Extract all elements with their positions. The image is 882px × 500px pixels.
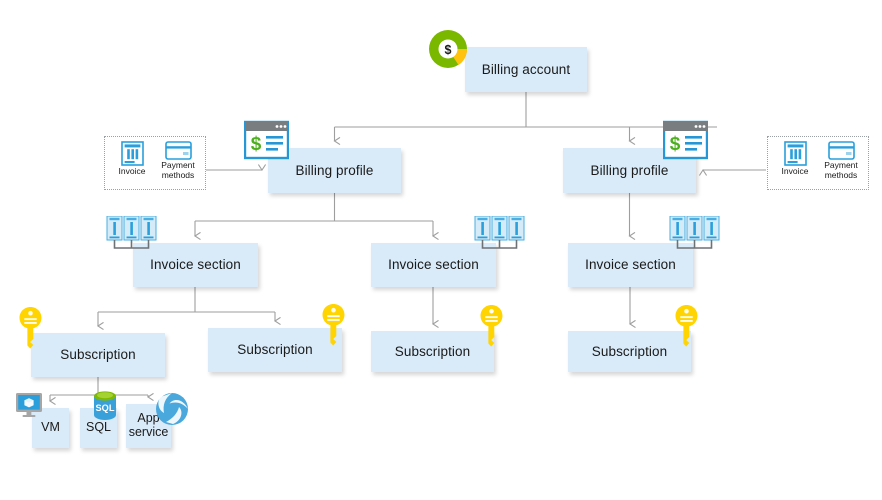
node-billing-profile-1[interactable]: Billing profile [268,148,401,193]
node-subscription-4[interactable]: Subscription [568,331,691,372]
invoice-section-documents-icon [106,216,157,249]
payment-card-icon [164,141,192,160]
attachment-payment-methods-right-label: Payment methods [824,160,858,180]
node-invoice-section-2-label: Invoice section [388,257,479,273]
virtual-machine-icon [16,393,42,417]
invoice-document-icon [783,141,807,166]
node-subscription-1[interactable]: Subscription [31,333,165,377]
svg-text:$: $ [251,134,262,155]
node-subscription-2-label: Subscription [237,342,313,358]
svg-text:$: $ [670,134,681,155]
node-subscription-1-label: Subscription [60,347,136,363]
node-subscription-3[interactable]: Subscription [371,331,494,372]
attachment-payment-methods-left[interactable]: Payment methods [154,141,202,180]
node-resource-app-service-label: App service [128,411,169,439]
svg-text:$: $ [445,43,452,57]
attachment-invoice-left[interactable]: Invoice [108,141,156,177]
node-subscription-4-label: Subscription [591,343,668,359]
node-invoice-section-1[interactable]: Invoice section [133,243,258,287]
node-billing-account-label: Billing account [481,61,571,77]
node-invoice-section-3[interactable]: Invoice section [568,243,693,287]
invoice-section-documents-icon [474,216,525,249]
svg-text:SQL: SQL [96,403,115,413]
billing-profile-window-icon: $ [244,120,289,160]
billing-profile-window-icon: $ [663,120,708,160]
attachment-group-left: Invoice Payment methods [104,136,206,190]
node-subscription-2[interactable]: Subscription [208,328,342,372]
node-resource-vm[interactable]: VM [32,408,69,448]
app-service-globe-icon [156,393,188,425]
node-billing-account[interactable]: Billing account [465,47,587,92]
node-billing-profile-2-label: Billing profile [590,162,669,178]
attachment-invoice-right[interactable]: Invoice [771,141,819,177]
key-icon [480,305,503,347]
billing-account-donut-icon: $ [429,30,468,68]
attachment-payment-methods-right[interactable]: Payment methods [817,141,865,180]
invoice-section-documents-icon [669,216,720,249]
sql-database-icon: SQL [94,391,116,420]
node-invoice-section-3-label: Invoice section [585,257,676,273]
attachment-invoice-right-label: Invoice [781,166,809,176]
node-invoice-section-1-label: Invoice section [150,257,241,273]
node-billing-profile-1-label: Billing profile [295,162,374,178]
node-resource-sql-label: SQL [85,420,111,435]
invoice-document-icon [120,141,144,166]
payment-card-icon [827,141,855,160]
key-icon [19,307,42,349]
key-icon [675,305,698,347]
node-invoice-section-2[interactable]: Invoice section [371,243,496,287]
attachment-group-right: Invoice Payment methods [767,136,869,190]
node-resource-vm-label: VM [41,420,60,435]
key-icon [322,304,345,346]
attachment-invoice-left-label: Invoice [118,166,146,176]
node-subscription-3-label: Subscription [394,343,471,359]
attachment-payment-methods-left-label: Payment methods [161,160,195,180]
